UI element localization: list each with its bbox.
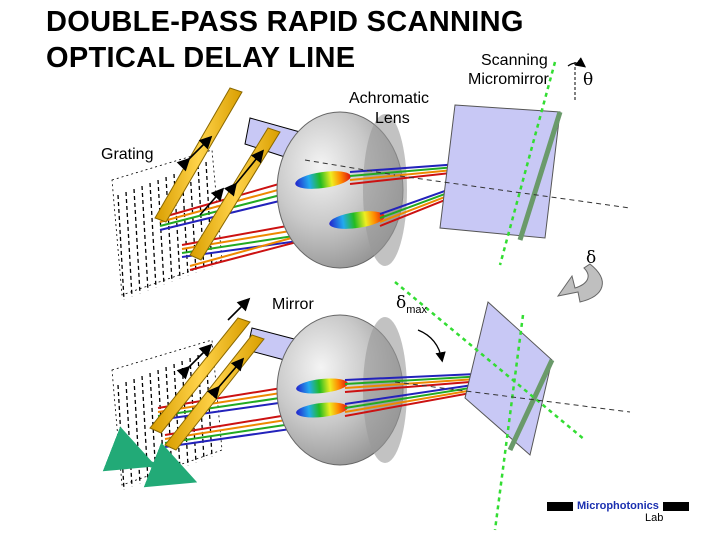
page-title-line1: DOUBLE-PASS RAPID SCANNING — [46, 6, 524, 38]
optical-axis-top — [399, 175, 631, 209]
rotation-arrow-icon — [556, 263, 603, 303]
grating-top — [117, 161, 213, 301]
logo-bar-right — [663, 502, 689, 511]
logo-bar-left — [547, 502, 573, 511]
delta-max-arc — [417, 329, 446, 363]
guide-line-top — [498, 61, 557, 266]
label-delta-max: δmax — [396, 293, 428, 316]
guide-line-bottom — [394, 281, 586, 441]
double-arrow-icon — [176, 135, 265, 216]
label-delta: δ — [586, 248, 597, 268]
spectrum-spot — [296, 402, 348, 418]
logo-name: Microphotonics — [577, 500, 659, 512]
delta-max-subscript: max — [406, 304, 428, 316]
label-theta: θ — [583, 70, 594, 90]
spectrum-spot — [295, 171, 351, 189]
double-arrow-icon — [176, 297, 251, 400]
spectrum-spot — [296, 378, 348, 394]
label-mirror: Mirror — [272, 296, 314, 313]
optical-axis-bottom — [394, 381, 631, 413]
displacement-arrow-icon — [102, 426, 198, 488]
logo-sub: Lab — [645, 512, 664, 524]
label-lens: Lens — [375, 110, 410, 127]
label-grating: Grating — [101, 146, 154, 163]
label-achromatic: Achromatic — [349, 90, 430, 107]
label-micromirror: Micromirror — [468, 71, 549, 88]
bottom-assembly — [102, 281, 631, 531]
spectrum-spot — [329, 211, 385, 229]
page-title-line2: OPTICAL DELAY LINE — [46, 42, 356, 74]
top-assembly — [111, 57, 631, 301]
grating-frame-top — [111, 149, 223, 296]
scanning-micromirror-bottom — [464, 301, 553, 456]
label-scanning: Scanning — [481, 52, 548, 69]
delta-max-symbol: δ — [396, 293, 407, 313]
tilt-arrow-icon — [567, 57, 587, 68]
